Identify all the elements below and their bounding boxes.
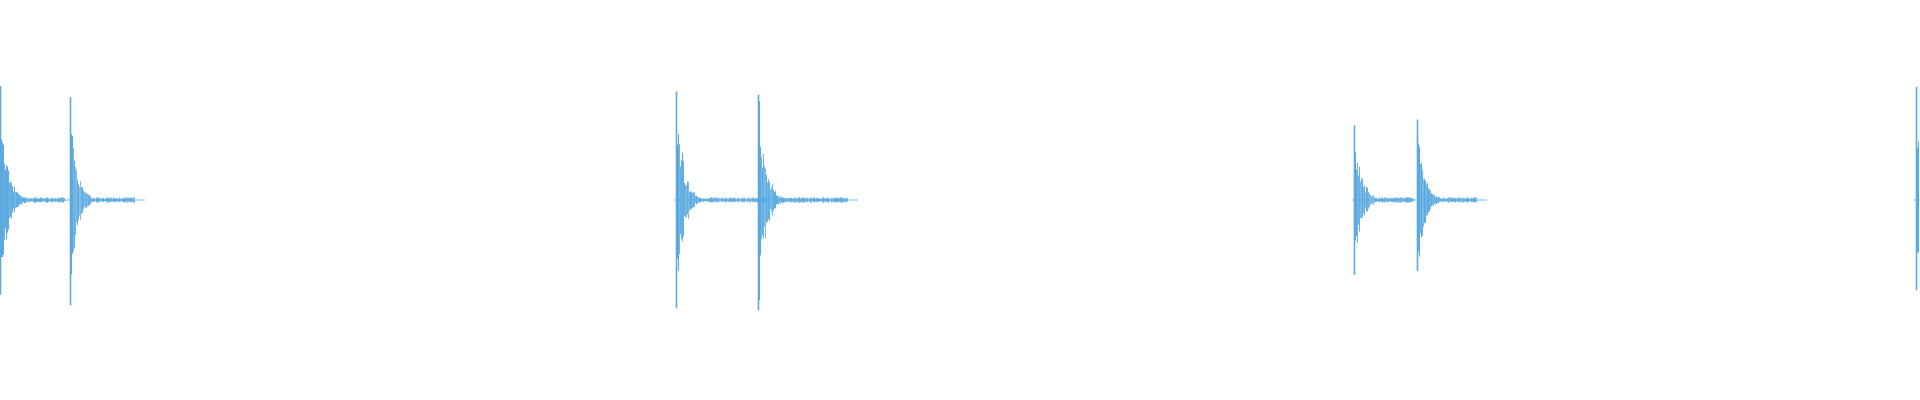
waveform-transient (1353, 125, 1414, 275)
waveform-transient (757, 94, 848, 311)
waveform-clip-2 (675, 91, 848, 311)
waveform-group (0, 86, 1920, 311)
waveform-transient (0, 86, 65, 295)
waveform-transient (1416, 119, 1477, 271)
waveform-clip-1 (0, 86, 135, 306)
waveform-transient (69, 97, 135, 306)
waveform-clip-3 (1353, 119, 1477, 275)
waveform-transient (675, 91, 766, 309)
waveform-transient (1915, 87, 1919, 291)
waveform-clip-4 (1915, 87, 1919, 291)
